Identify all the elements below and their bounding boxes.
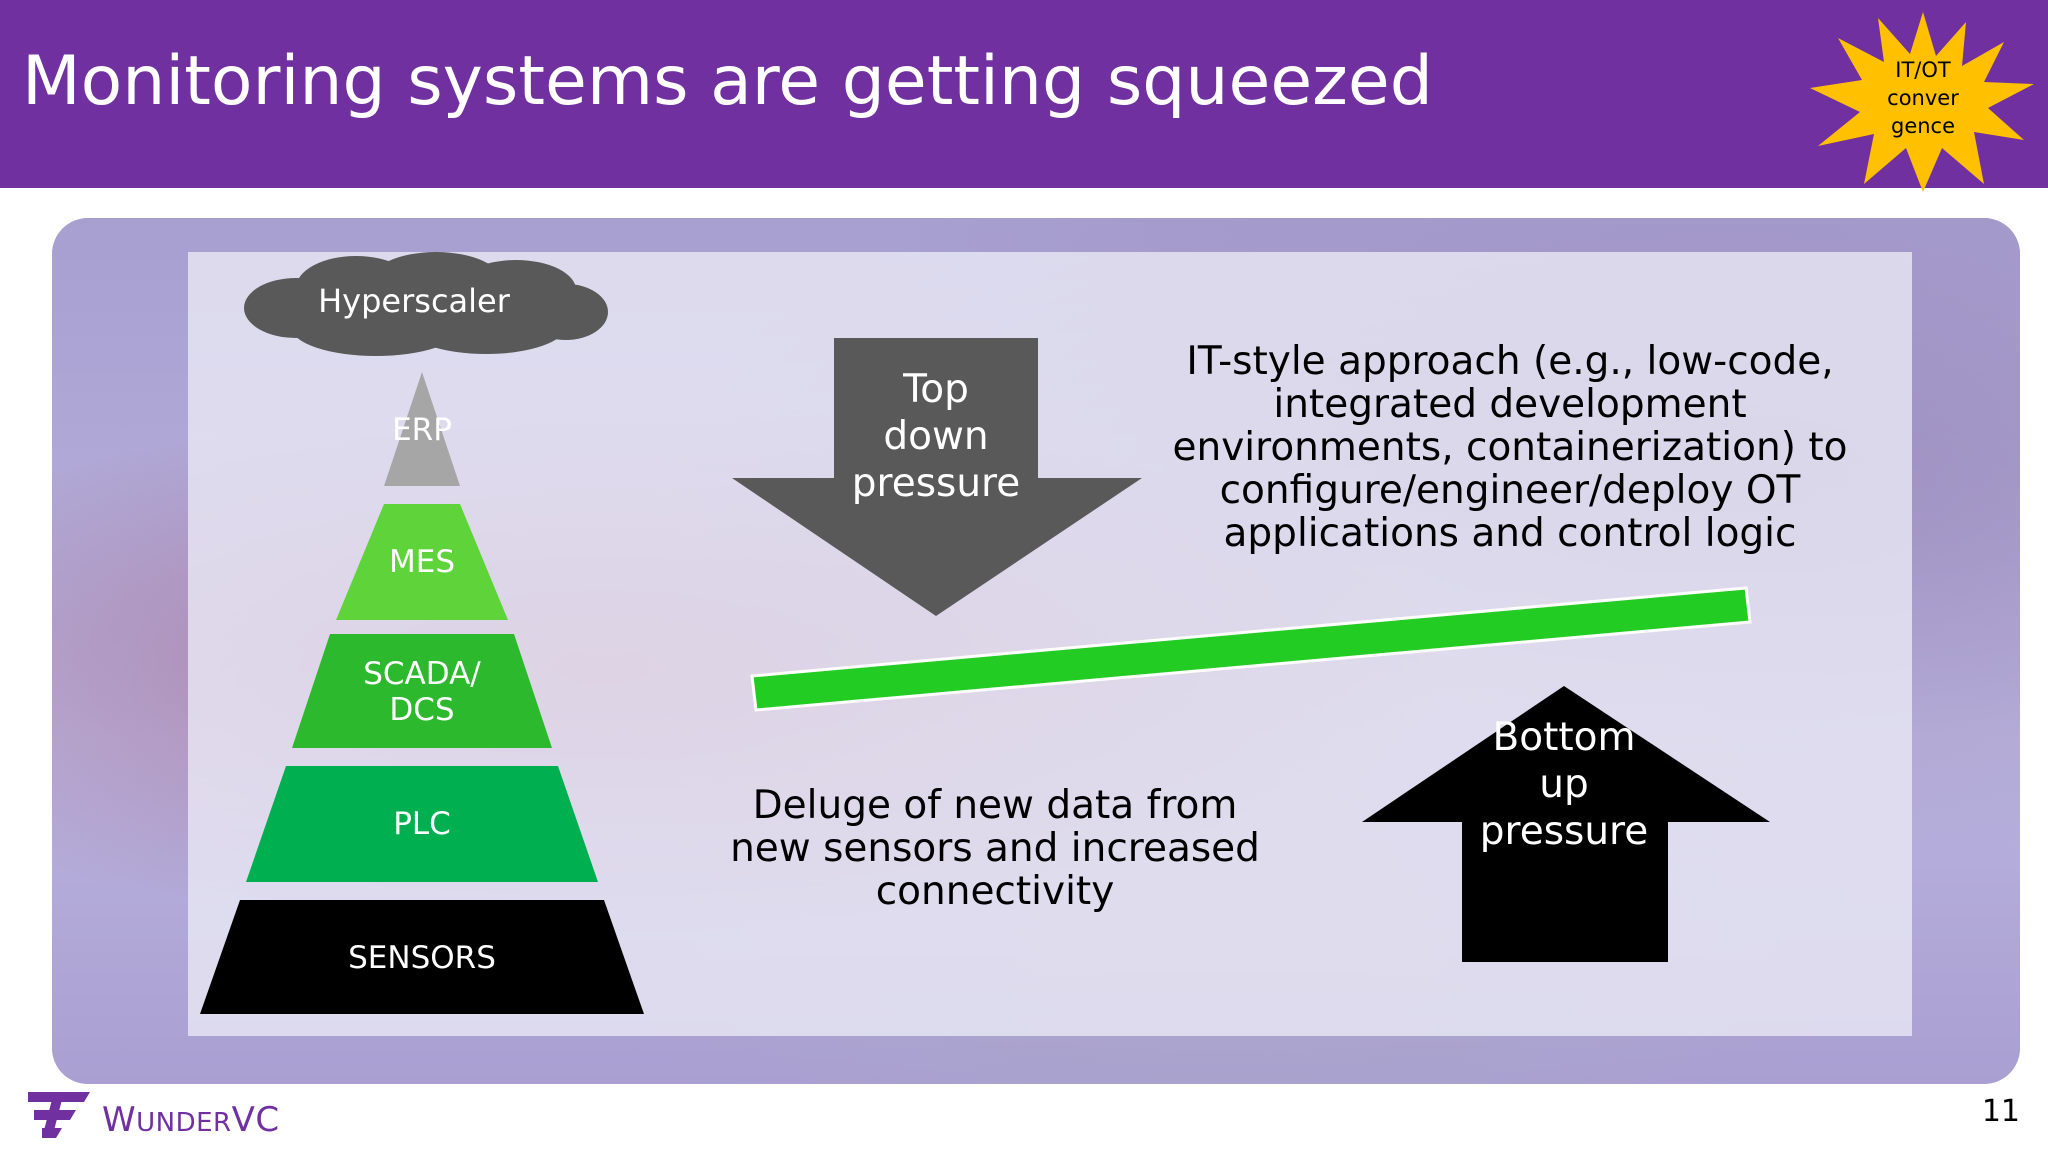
badge-line-3: gence <box>1890 114 1956 138</box>
page-number: 11 <box>1981 1094 2020 1129</box>
brand-name: WUNDERVC <box>102 1100 280 1140</box>
wunder-logo-icon <box>28 1092 90 1138</box>
brand-initial: W <box>102 1100 137 1140</box>
cloud-label: Hyperscaler <box>318 282 510 320</box>
top-arrow-label: Top down pressure <box>851 367 1021 506</box>
title-bar <box>0 0 2048 188</box>
badge-line-1: IT/OT <box>1895 58 1951 82</box>
pyramid-level-sensors <box>200 900 644 1014</box>
brand-name-rest: UNDER <box>136 1108 232 1138</box>
slide-title: Monitoring systems are getting squeezed <box>22 42 1433 121</box>
deluge-text: Deluge of new data from new sensors and … <box>730 783 1260 914</box>
pyramid-level-scada <box>292 634 552 748</box>
pyramid-label-sensors: SENSORS <box>348 940 496 976</box>
pyramid-level-mes <box>336 504 508 620</box>
starburst-badge <box>1810 12 2034 192</box>
pyramid-label-erp: ERP <box>392 412 452 448</box>
pyramid-label-scada: SCADA/ DCS <box>363 656 481 728</box>
pyramid-level-erp <box>384 372 460 486</box>
badge-line-2: conver <box>1887 86 1959 110</box>
pyramid-label-mes: MES <box>388 544 455 580</box>
brand-suffix: VC <box>231 1100 280 1140</box>
pyramid-level-plc <box>246 766 598 882</box>
it-style-text: IT-style approach (e.g., low-code, integ… <box>1172 339 1848 556</box>
badge-text: IT/OT conver gence <box>1880 56 1966 140</box>
pyramid-label-plc: PLC <box>393 806 451 842</box>
bottom-arrow-label: Bottom up pressure <box>1479 715 1649 854</box>
cloud-shape <box>244 252 608 356</box>
